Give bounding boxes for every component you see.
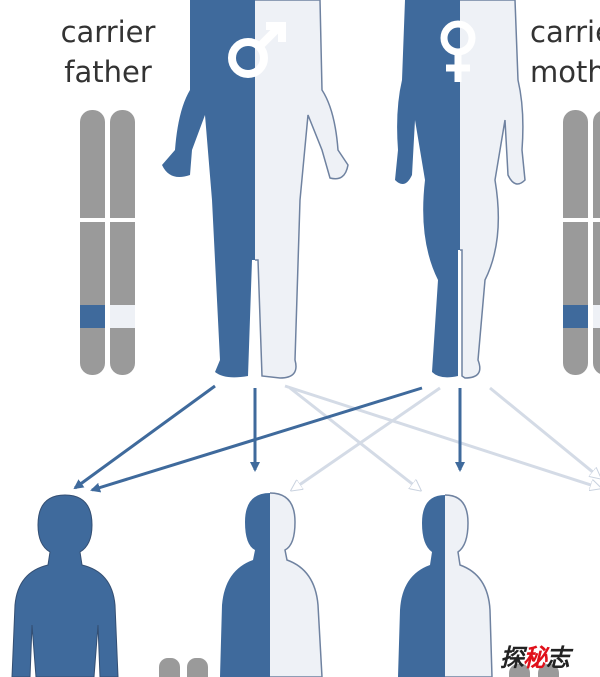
watermark-char: 志 bbox=[546, 644, 570, 672]
inheritance-arrows bbox=[73, 384, 600, 493]
mutant-allele-band bbox=[80, 305, 105, 328]
child-chromosomes bbox=[159, 658, 559, 677]
father-label-line2: father bbox=[64, 55, 152, 89]
watermark-char: 秘 bbox=[523, 644, 547, 672]
mother-label: carrier mother bbox=[530, 12, 600, 92]
father-label-line1: carrier bbox=[60, 15, 156, 49]
child-carrier-1 bbox=[220, 492, 323, 677]
child-affected bbox=[11, 494, 119, 677]
mother-label-line2: mother bbox=[530, 55, 600, 89]
male-symbol-icon bbox=[228, 22, 286, 78]
normal-allele-band bbox=[110, 305, 135, 328]
father-label: carrier father bbox=[48, 12, 168, 92]
mother-figure bbox=[395, 0, 526, 379]
father-figure bbox=[162, 0, 349, 379]
watermark-char: 探 bbox=[500, 644, 524, 672]
female-symbol-icon bbox=[440, 20, 476, 82]
child-carrier-2 bbox=[398, 494, 493, 677]
mother-chromosomes bbox=[560, 110, 600, 375]
father-chromosomes bbox=[78, 110, 138, 375]
watermark-logo: 探秘志 bbox=[500, 638, 570, 673]
mother-label-line1: carrier bbox=[530, 15, 600, 49]
